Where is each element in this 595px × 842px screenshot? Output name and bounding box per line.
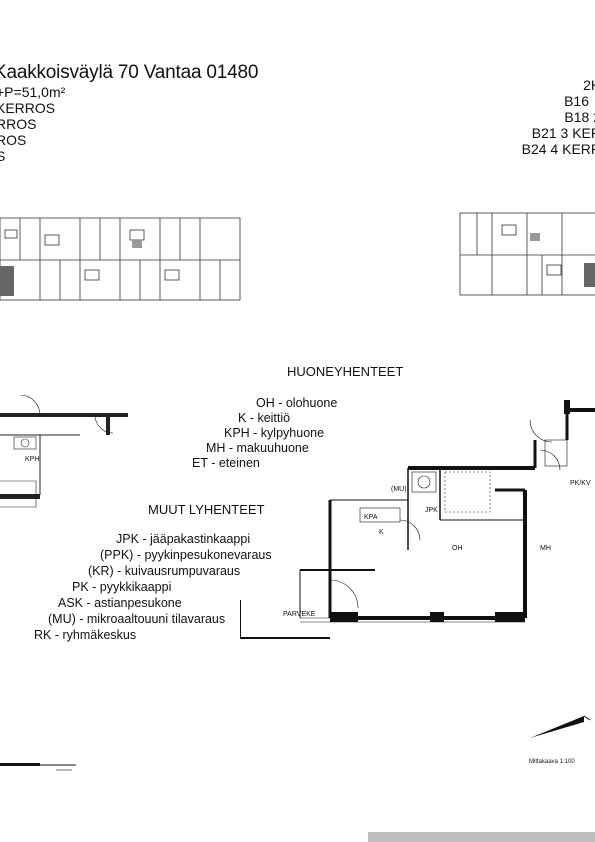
other-abbrev-jpk: JPK - jääpakastinkaappi [116,532,251,546]
apartment-b24: B24 4 KERR [521,141,595,157]
room-abbrev-oh: OH - olohuone [256,396,338,410]
room-abbrev-mh: MH - makuuhuone [206,441,309,455]
floor-line-3: ROS [0,132,27,148]
apartment-b18: B18 2 [564,109,595,125]
floor-line-2: RROS [0,116,37,132]
floor-plan-main [240,400,595,639]
other-abbrev-rk: RK - ryhmäkeskus [34,628,137,642]
room-label-k: K [379,529,384,536]
room-label-mh: MH [540,545,551,552]
room-abbrev-et: ET - eteinen [192,456,260,470]
apartment-b16: B16 [564,93,589,109]
building-key-plan-right [459,212,595,296]
building-key-plan-left [0,217,241,301]
other-abbrev-ppk: (PPK) - pyykinpesukonevaraus [100,548,272,562]
footer-bar [368,832,595,842]
address-title: Kaakkoisväylä 70 Vantaa 01480 [0,62,259,83]
room-abbrev-k: K - keittiö [238,411,291,425]
other-abbrev-ask: ASK - astianpesukone [58,596,182,610]
other-abbrev-kr: (KR) - kuivausrumpuvaraus [88,564,241,578]
north-arrow-icon [530,715,590,738]
room-abbrev-kph: KPH - kylpyhuone [224,426,325,440]
area-line: +P=51,0m² [0,84,66,100]
floor-plan-left-fragment [0,395,128,508]
scale-bar [0,763,76,771]
room-label-mu: (MU) [391,486,407,493]
room-label-oh: OH [452,545,463,552]
room-abbreviations-title: HUONEYHENTEET [287,364,404,379]
scale-note: Mittakaava 1:100 [529,759,575,765]
floor-line-1: KERROS [0,100,56,116]
other-abbrev-pk: PK - pyykkikaappi [72,580,172,594]
room-label-kph-left: KPH [25,456,40,463]
apartment-type: 2H [583,77,595,93]
apartment-b21: B21 3 KER [531,125,595,141]
room-label-parveke: PARVEKE [283,611,316,618]
room-label-jpk: JPK [425,507,438,514]
room-label-pk-kv: PK/KV [570,480,591,487]
room-label-kpa: KPA [364,514,378,521]
floor-line-4: S [0,148,6,164]
other-abbreviations-title: MUUT LYHENTEET [148,502,265,517]
other-abbrev-mu: (MU) - mikroaaltouuni tilavaraus [48,612,226,626]
